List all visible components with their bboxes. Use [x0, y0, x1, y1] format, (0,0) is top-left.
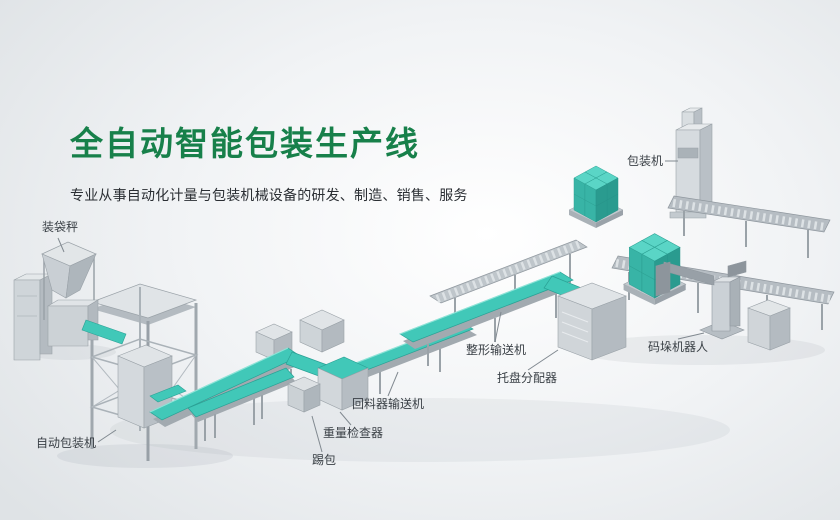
roller-conveyor-top-right	[667, 195, 831, 258]
left-machine-column	[13, 273, 53, 361]
label-packing-machine: 包装机	[627, 154, 664, 168]
callout-lines	[57, 160, 705, 453]
label-pallet-dispenser: 托盘分配器	[497, 371, 558, 385]
label-shaping-conveyor: 整形输送机	[466, 343, 527, 357]
pallet-dispenser-machine	[557, 282, 627, 361]
label-text: 整形输送机	[466, 343, 527, 357]
bagging-scale-machine	[41, 241, 127, 347]
label-auto-packing-machine: 自动包装机	[36, 436, 97, 450]
label-text: 自动包装机	[36, 436, 97, 450]
packing-machine-tower	[669, 107, 713, 219]
lower-belt-conveyor	[187, 367, 296, 438]
frame-tower-auto-packer	[89, 283, 199, 461]
label-text: 包装机	[627, 154, 664, 168]
bag-kicker-machine	[287, 376, 321, 413]
label-weight-checker: 重量检查器	[323, 426, 384, 440]
page-subtitle: 专业从事自动化计量与包装机械设备的研发、制造、销售、服务	[70, 187, 468, 203]
label-text: 托盘分配器	[497, 371, 558, 385]
label-text: 码垛机器人	[648, 340, 709, 354]
label-bag-kicker: 踢包	[312, 453, 337, 467]
weight-checker-machine	[317, 356, 369, 411]
label-palletizing-robot: 码垛机器人	[648, 340, 709, 354]
label-bagging-scale: 装袋秤	[42, 220, 79, 234]
right-machine-box	[747, 299, 791, 351]
label-text: 回料器输送机	[352, 397, 425, 411]
label-return-feeder-conveyor: 回料器输送机	[352, 397, 425, 411]
shaping-conveyor	[399, 271, 575, 366]
label-text: 重量检查器	[323, 426, 384, 440]
box-stack-upper	[569, 166, 623, 228]
palletizing-robot	[655, 260, 747, 340]
page-title: 全自动智能包装生产线	[70, 125, 420, 162]
label-text: 装袋秤	[42, 220, 79, 234]
label-text: 踢包	[312, 453, 337, 467]
center-machine-box	[299, 309, 345, 353]
